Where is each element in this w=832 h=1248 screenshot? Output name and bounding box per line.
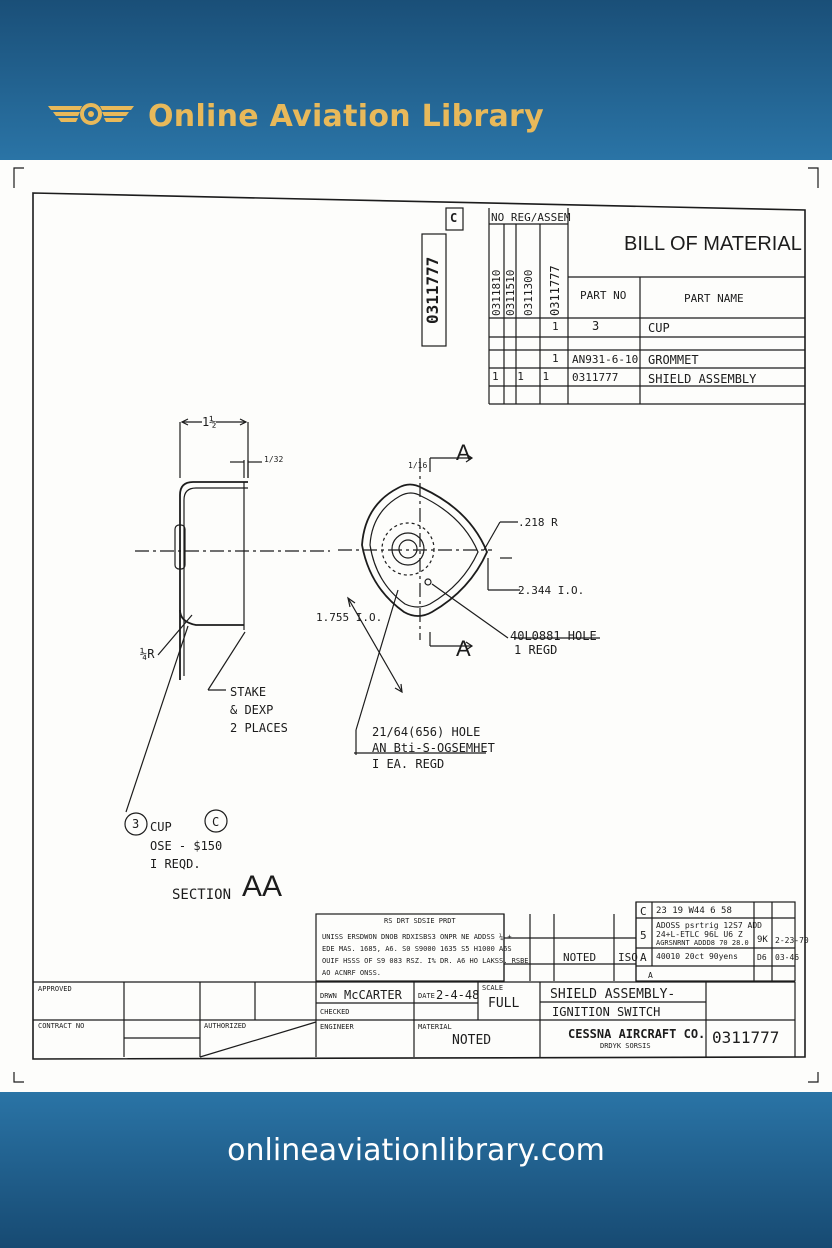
stake-note-3: 2 PLACES [230, 721, 288, 735]
rev-row-2-letter: 5 [640, 929, 647, 942]
grommet-note-2: AN Bti-S-OGSEMHET [372, 741, 495, 755]
rev-row-3-text: 40010 20ct 90yens [656, 952, 738, 961]
assem-col-4: 0311777 [548, 265, 562, 316]
callout-part-name: CUP [150, 820, 172, 834]
bom-row-3-qty: 1 1 1 [492, 370, 556, 383]
iso-value: ISO [618, 951, 638, 964]
callout-part-number: OSE - $150 [150, 839, 223, 853]
bom-header-part-name: PART NAME [684, 292, 744, 305]
dim-2344-id: 2.344 I.O. [518, 584, 585, 597]
grommet-note-3: I EA. REGD [372, 757, 445, 771]
rev-row-2-text-b: 24+L-ETLC 96L U6 Z [656, 930, 743, 939]
tb-drawing-number: 0311777 [712, 1028, 780, 1047]
dim-width: 1½ [202, 415, 217, 429]
rev-row-1-letter: C [640, 905, 647, 918]
bom-row-2-part-name: GROMMET [648, 353, 699, 367]
top-band [0, 0, 832, 160]
wings-logo-icon [46, 97, 136, 136]
rev-row-3-letter: A [640, 951, 647, 964]
tb-approved-label: APPROVED [38, 985, 72, 993]
dim-thickness: 1/32 [264, 455, 284, 464]
side-rev-letter: C [450, 211, 458, 225]
rev-col-1: 9K [757, 935, 768, 945]
brand-title: Online Aviation Library [148, 98, 545, 134]
tb-date-value: 2-4-48 [436, 988, 480, 1002]
tb-rev-letter: A [648, 971, 653, 980]
rev-row-1-text: 23 19 W44 6 58 [656, 906, 732, 916]
dim-1-16: 1/16 [408, 461, 428, 470]
callout-rev: C [212, 815, 220, 829]
bom-row-1-part-no: 3 [592, 319, 600, 333]
rev-row-2-text-c: AGRSNRNT ADDD8 70 28.0 [656, 939, 749, 947]
brand[interactable]: Online Aviation Library [46, 94, 544, 138]
bottom-band [0, 1092, 832, 1248]
tb-material-label: MATERIAL [418, 1023, 452, 1031]
tb-part-name-2: IGNITION SWITCH [552, 1005, 661, 1019]
general-notes-line-2: EDE MAS. 1685, A6. S0 S9000 1635 S5 H100… [322, 945, 512, 953]
rev-row-2-text-a: ADOSS psrtrig 12S7 ADD [656, 921, 762, 930]
bom-row-1-qty: 1 [552, 320, 559, 333]
rev-col-3: D6 [757, 953, 767, 962]
bom-row-3-part-name: SHIELD ASSEMBLY [648, 372, 757, 386]
tb-scale-value: FULL [488, 996, 520, 1011]
assem-col-2: 0311510 [504, 269, 517, 316]
bom-header-part-no: PART NO [580, 289, 627, 302]
tb-engineer-label: ENGINEER [320, 1023, 354, 1031]
footer-url-link[interactable]: onlineaviationlibrary.com [227, 1133, 605, 1168]
general-notes-head: RS DRT SDSIE PRDT [384, 917, 456, 925]
dim-quarter-radius: ¼R [140, 647, 155, 661]
bom-row-2-qty: 1 [552, 352, 559, 365]
tb-drawn-name: McCARTER [344, 988, 402, 1002]
finish-noted: NOTED [563, 951, 597, 964]
stake-note-1: STAKE [230, 685, 267, 699]
section-label: SECTION [172, 887, 232, 903]
tb-material-value: NOTED [452, 1033, 492, 1048]
general-notes-line-3: OUIF HSSS OF S9 083 RSZ. I% DR. A6 HO LA… [322, 957, 529, 965]
bom-row-2-part-no: AN931-6-10 [572, 353, 639, 366]
bom-title: BILL OF MATERIAL [624, 233, 802, 255]
grommet-note-1: 21/64(656) HOLE [372, 725, 481, 739]
section-marker-bottom: A [456, 636, 471, 661]
reg-assem-header: NO REG/ASSEM [491, 211, 571, 224]
dim-218-radius: .218 R [518, 516, 558, 529]
rev-col-2: 2-23-70 [775, 936, 809, 945]
tb-authorized-label: AUTHORIZED [204, 1022, 247, 1030]
rev-col-4: 03-46 [775, 953, 800, 962]
section-marker-top: A [456, 440, 471, 465]
assem-col-1: 0311810 [490, 269, 503, 316]
tb-date-label: DATE [418, 992, 435, 1000]
tb-company: CESSNA AIRCRAFT CO. [568, 1027, 706, 1041]
tb-part-name-1: SHIELD ASSEMBLY- [550, 987, 676, 1002]
section-letters: AA [242, 870, 283, 903]
tb-company-sub: DRDYK SORSIS [600, 1042, 651, 1050]
assem-col-3: 0311300 [522, 269, 535, 316]
bom-row-1-part-name: CUP [648, 321, 670, 335]
drawing-sheet: 0311777 C NO REG/ASSEM 0311810 0311510 0… [0, 160, 832, 1092]
hole-note-qty: 1 REGD [514, 643, 558, 657]
bom-row-3-part-no: 0311777 [572, 371, 619, 384]
side-drawing-number: 0311777 [423, 256, 442, 324]
drawing-linework [13, 167, 819, 1083]
tb-drawn-label: DRWN [320, 992, 337, 1000]
general-notes-line-4: AO ACNRF ONSS. [322, 969, 382, 977]
callout-qty: I REQD. [150, 857, 201, 871]
dim-1755-id: 1.755 I.O. [316, 611, 383, 624]
tb-scale-label: SCALE [482, 984, 504, 992]
callout-number: 3 [132, 817, 140, 831]
hole-note: 40L0881 HOLE [510, 629, 597, 643]
stake-note-2: & DEXP [230, 703, 274, 717]
tb-contract-label: CONTRACT NO [38, 1022, 85, 1030]
tb-checked-label: CHECKED [320, 1008, 350, 1016]
general-notes-line-1: UNISS ERSDWON DNOB RDXISBS3 ONPR NE ADDS… [322, 933, 512, 941]
